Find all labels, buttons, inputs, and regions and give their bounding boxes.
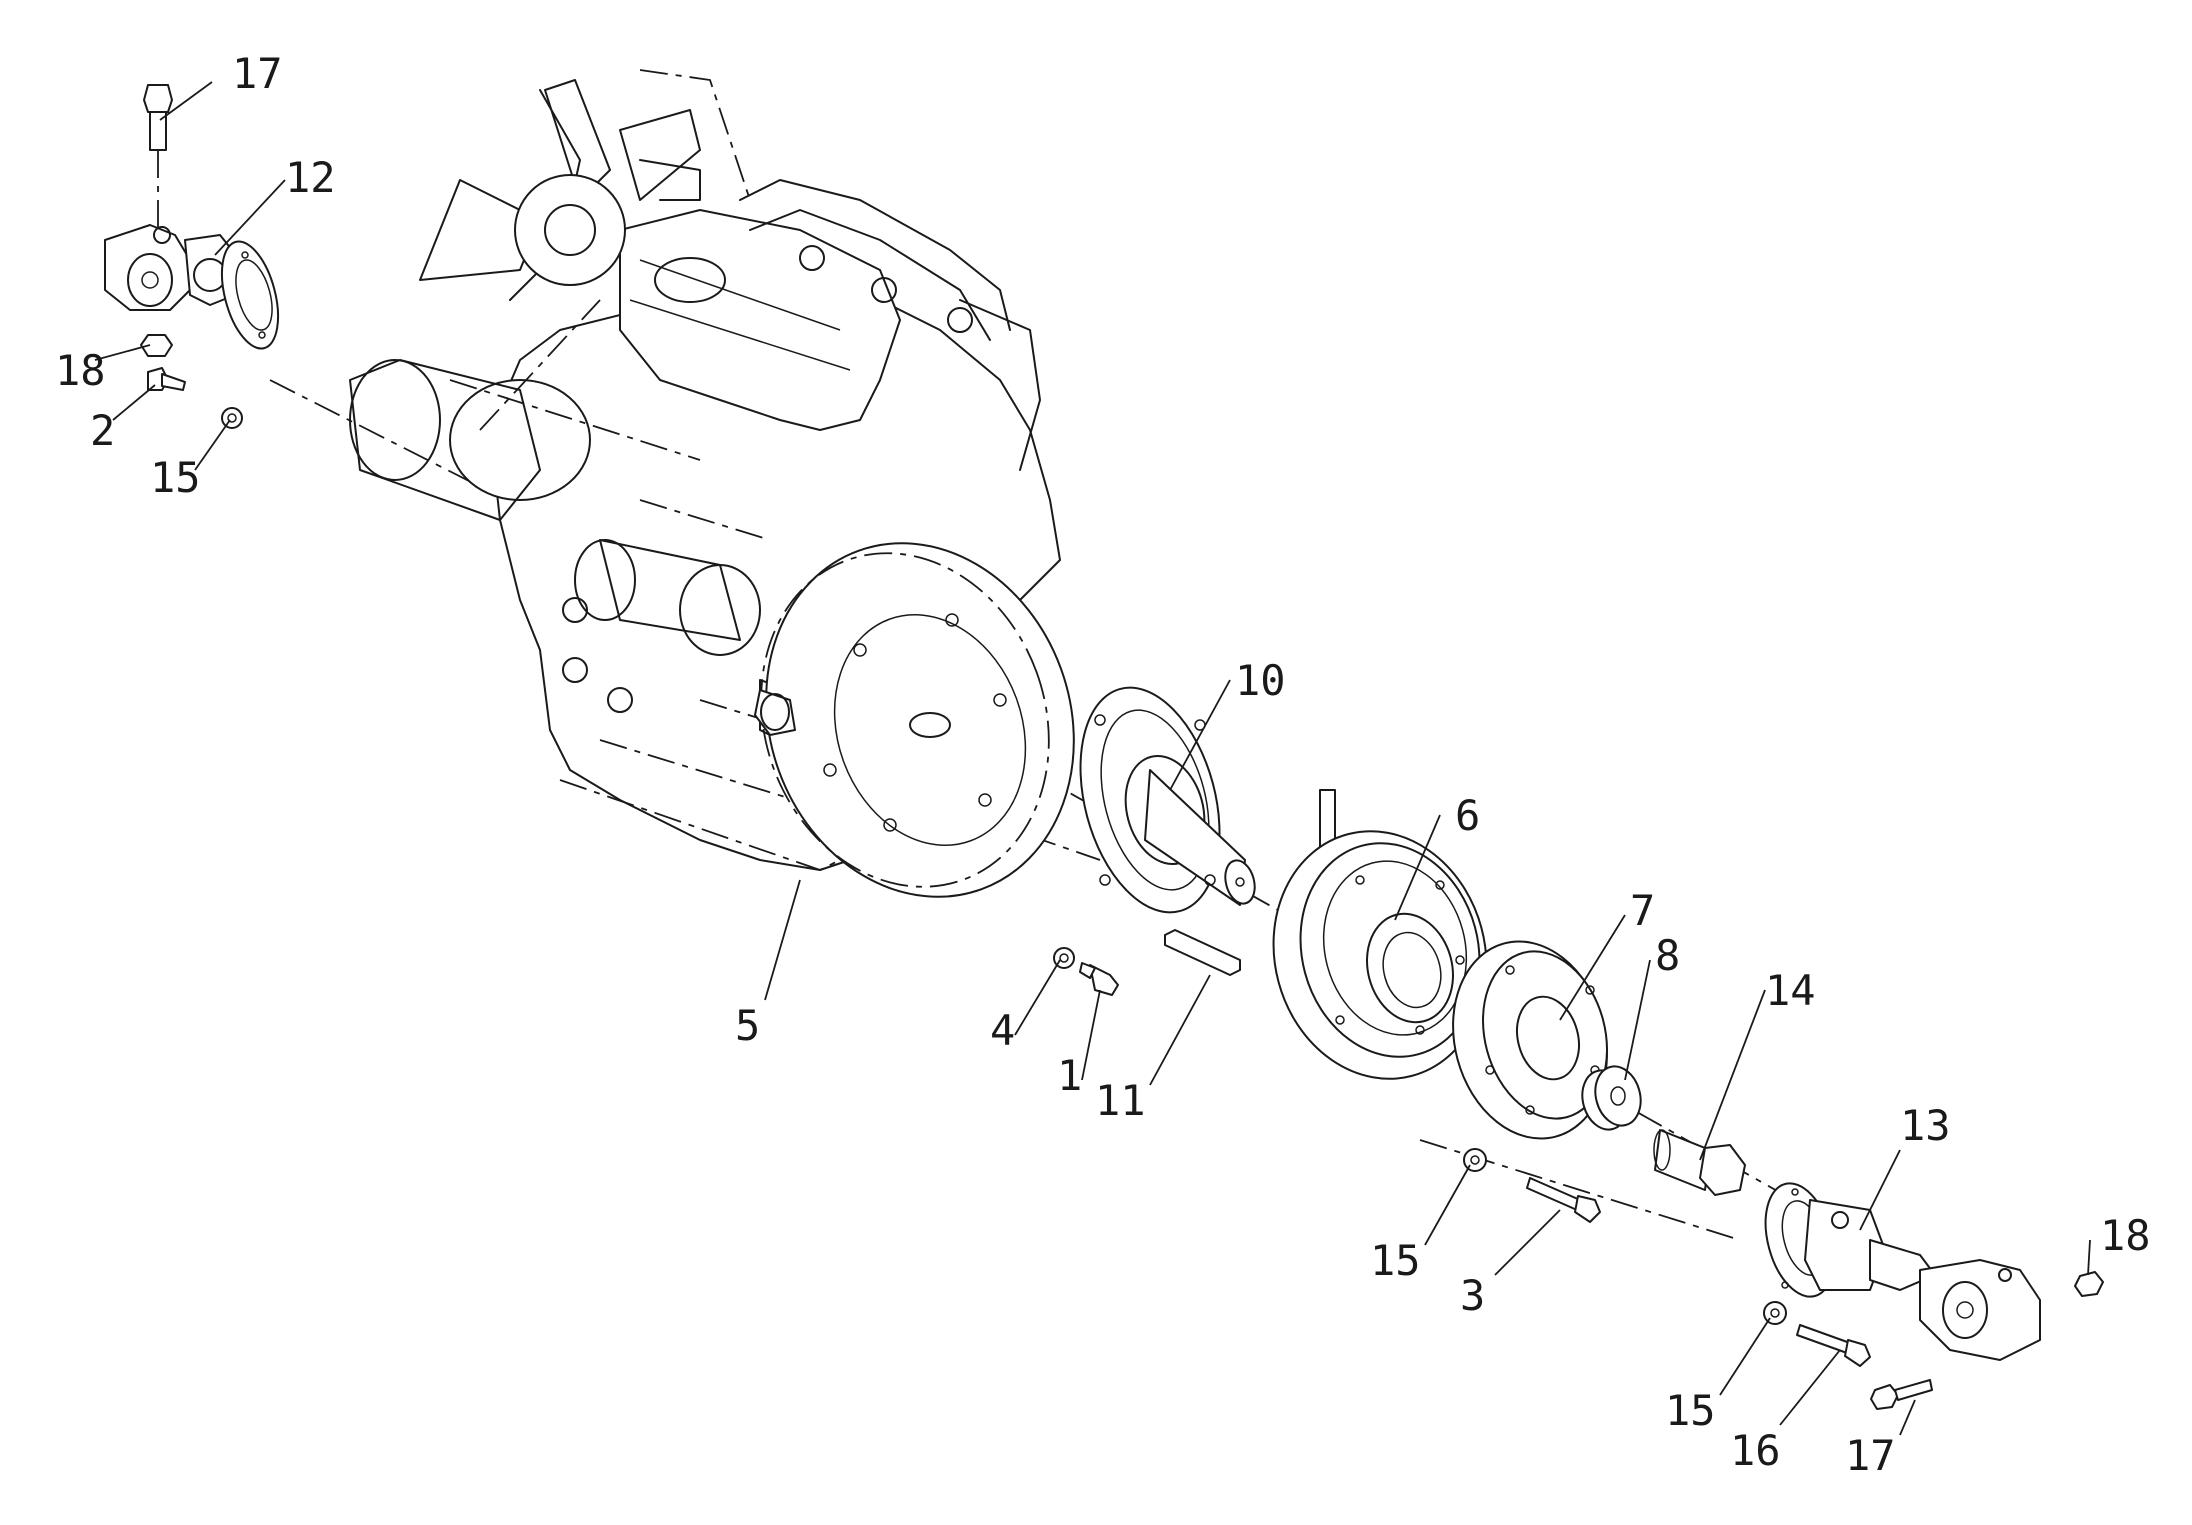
washer — [1581, 1065, 1642, 1131]
callout-14: 14 — [1765, 966, 1816, 1015]
flywheel-housing — [754, 542, 1075, 898]
callout-18-bottom: 18 — [2100, 1211, 2151, 1260]
callout-15-middle: 15 — [1370, 1236, 1421, 1285]
callout-15-bottom: 15 — [1665, 1386, 1716, 1435]
callout-2: 2 — [90, 406, 115, 455]
callout-7: 7 — [1630, 886, 1655, 935]
callout-6: 6 — [1455, 791, 1480, 840]
adaptor-flange-shaft — [1079, 686, 1256, 914]
callout-8: 8 — [1655, 931, 1680, 980]
callout-3: 3 — [1460, 1271, 1485, 1320]
callout-10: 10 — [1235, 656, 1286, 705]
callout-13: 13 — [1900, 1101, 1951, 1150]
callout-17-top: 17 — [232, 49, 283, 98]
clutch — [1272, 789, 1488, 1080]
callout-11: 11 — [1095, 1076, 1146, 1125]
callout-17-bottom: 17 — [1845, 1431, 1896, 1480]
callout-4: 4 — [990, 1006, 1015, 1055]
callouts: 17 12 18 2 15 10 6 5 4 1 11 7 8 14 13 18… — [55, 49, 2151, 1480]
leader-lines — [94, 81, 2091, 1436]
universal-joint-lower — [1764, 1182, 2041, 1361]
universal-joint-upper — [104, 224, 280, 350]
callout-18-top: 18 — [55, 346, 106, 395]
callout-15-top: 15 — [150, 453, 201, 502]
callout-1: 1 — [1057, 1051, 1082, 1100]
callout-5: 5 — [735, 1001, 760, 1050]
callout-16: 16 — [1730, 1426, 1781, 1475]
callout-12: 12 — [285, 153, 336, 202]
key — [1164, 929, 1241, 976]
center-bolt — [1653, 1129, 1746, 1196]
hardware — [140, 84, 2104, 1410]
